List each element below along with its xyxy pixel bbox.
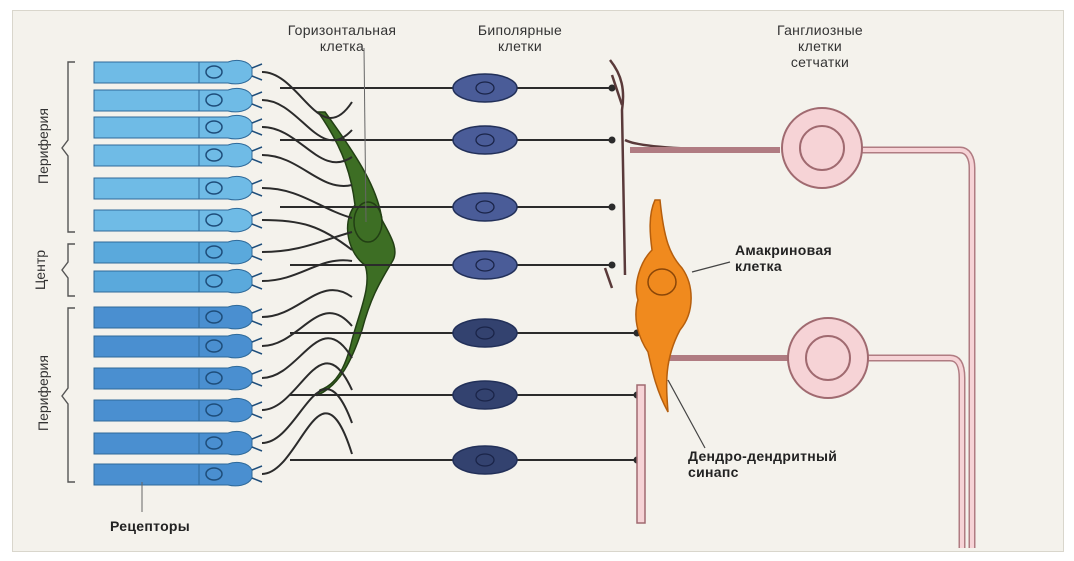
receptors-label: Рецепторы bbox=[100, 518, 200, 534]
receptor-cell bbox=[94, 366, 262, 389]
periphery-top-label: Периферия bbox=[35, 101, 51, 191]
receptor-process bbox=[262, 232, 352, 252]
synapse-pointer bbox=[668, 380, 705, 448]
bipolar-cell bbox=[280, 74, 616, 102]
receptor-process bbox=[262, 155, 352, 186]
receptor-process bbox=[262, 389, 352, 443]
receptor-cell bbox=[94, 115, 262, 138]
receptor-cell bbox=[94, 176, 262, 199]
receptor-process bbox=[262, 413, 352, 474]
receptor-cell bbox=[94, 431, 262, 454]
periphery-bottom-label: Периферия bbox=[35, 348, 51, 438]
receptor-process bbox=[262, 188, 352, 218]
receptor-process bbox=[262, 290, 352, 317]
receptor-cell bbox=[94, 240, 262, 263]
bipolar-cell bbox=[290, 251, 616, 279]
receptor-cell bbox=[94, 269, 262, 292]
receptors-group bbox=[94, 60, 262, 485]
receptor-process bbox=[262, 260, 352, 281]
brackets bbox=[62, 62, 75, 482]
receptor-cell bbox=[94, 143, 262, 166]
bipolar-cell bbox=[290, 319, 641, 347]
receptor-cell bbox=[94, 88, 262, 111]
receptor-cell bbox=[94, 334, 262, 357]
receptor-cell bbox=[94, 208, 262, 231]
bipolar-cell bbox=[280, 193, 616, 221]
receptor-cell bbox=[94, 462, 262, 485]
horizontal-cell bbox=[318, 112, 395, 395]
receptor-cell bbox=[94, 60, 262, 83]
bipolar-cell bbox=[290, 446, 641, 474]
receptor-cell bbox=[94, 398, 262, 421]
bipolar-cell bbox=[290, 381, 641, 409]
receptor-cell bbox=[94, 305, 262, 328]
receptor-process bbox=[262, 72, 352, 118]
amacrine-cell bbox=[636, 200, 730, 412]
center-label: Центр bbox=[32, 240, 48, 300]
